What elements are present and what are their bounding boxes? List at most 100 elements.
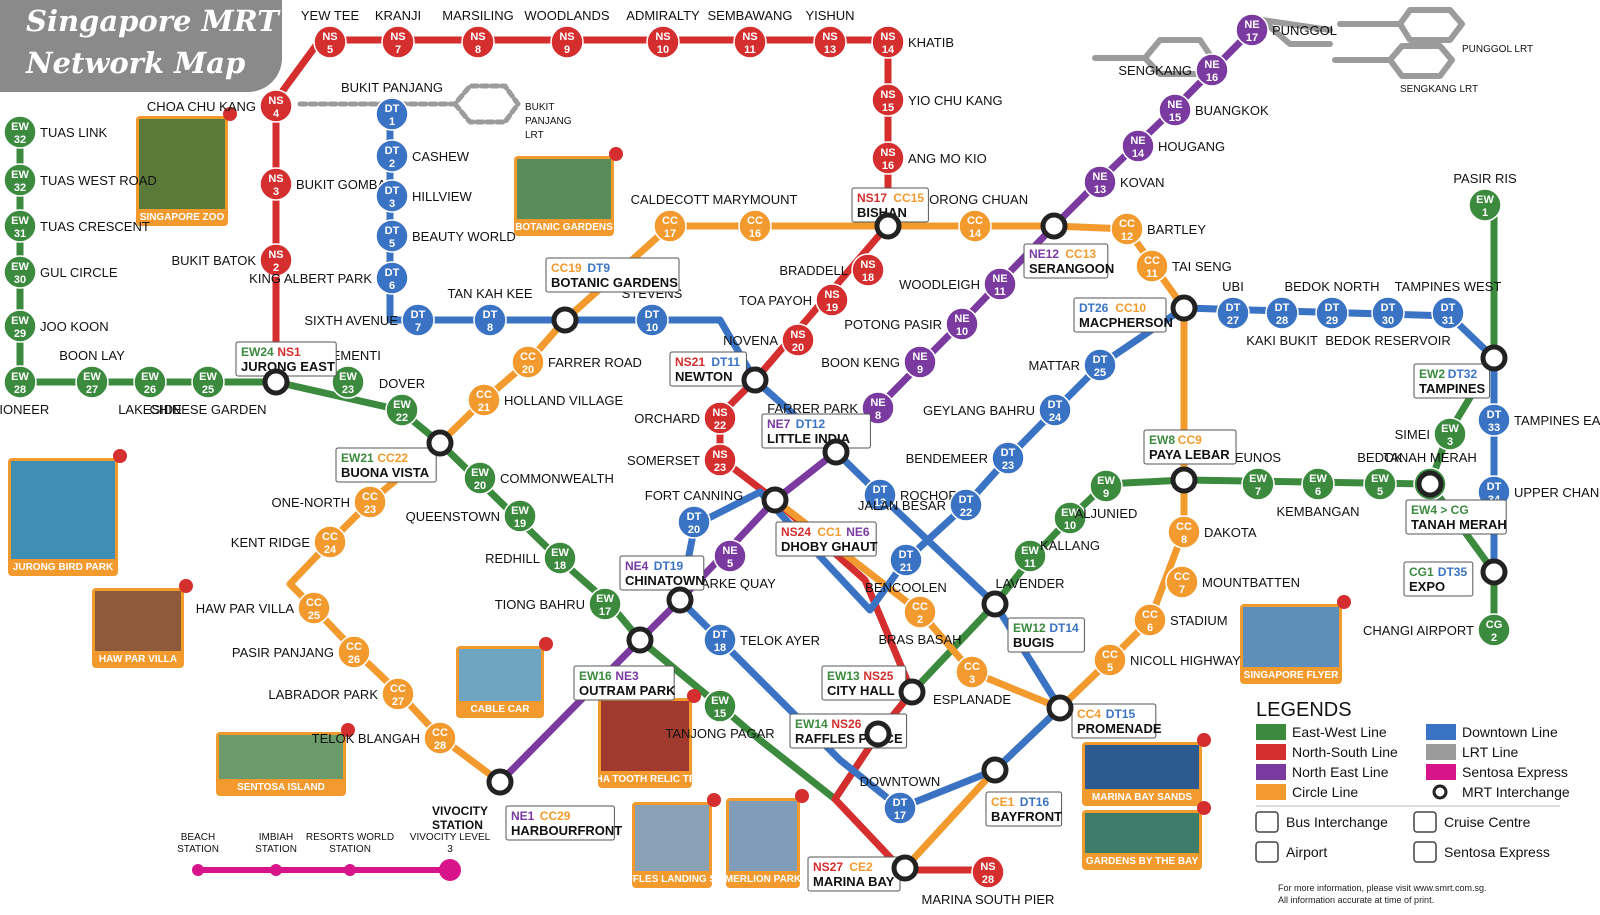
station-code-number: 1 xyxy=(1482,207,1488,219)
station-label: TUAS CRESCENT xyxy=(40,219,150,234)
station-label: BUKIT BATOK xyxy=(171,253,256,268)
station-code-line: EW xyxy=(141,371,159,383)
station-code-line: CC xyxy=(1174,571,1190,583)
interchange-code: CE2 xyxy=(849,860,873,874)
footer-note: For more information, please visit www.s… xyxy=(1278,882,1487,906)
station-marker: NS15YIO CHU KANG xyxy=(872,84,1003,116)
station-label: TELOK AYER xyxy=(740,633,820,648)
title-banner: Singapore MRT Network Map xyxy=(0,0,282,92)
camera-icon xyxy=(539,637,553,651)
station-code-number: 23 xyxy=(1002,460,1014,472)
interchange-name: DHOBY GHAUT xyxy=(781,539,878,554)
sentosa-stop-label: 3 xyxy=(447,844,453,855)
interchange-ring xyxy=(825,441,847,463)
station-code-number: 7 xyxy=(415,322,421,334)
interchange: EW16NE3OUTRAM PARK xyxy=(574,629,676,700)
interchange-code: NE6 xyxy=(846,525,870,539)
station-code-number: 11 xyxy=(1146,268,1158,280)
legend-line-label: North-South Line xyxy=(1292,744,1398,760)
station-code-line: NS xyxy=(742,31,757,43)
station-code-number: 5 xyxy=(1377,486,1383,498)
station-code-line: EW xyxy=(83,371,101,383)
attraction-name: JURONG BIRD PARK xyxy=(13,562,114,573)
attraction-card: BOTANIC GARDENS xyxy=(514,147,623,236)
station-code-line: EW xyxy=(596,593,614,605)
station-marker: EW1PASIR RIS xyxy=(1453,171,1517,221)
station-code-line: EW xyxy=(1249,473,1267,485)
attraction-name: GARDENS BY THE BAY xyxy=(1086,856,1199,867)
attraction-card: HAW PAR VILLA xyxy=(92,579,193,668)
station-marker: EW9ALJUNIED xyxy=(1075,470,1138,521)
interchange-name: SERANGOON xyxy=(1029,261,1114,276)
station-code-line: EW xyxy=(339,371,357,383)
interchange-code: CC29 xyxy=(540,809,571,823)
interchange-code: NE12 xyxy=(1029,247,1059,261)
station-label: DOWNTOWN xyxy=(860,774,941,789)
interchange-name: TANAH MERAH xyxy=(1411,517,1507,532)
station-code-line: NS xyxy=(390,31,405,43)
attraction-name: BOTANIC GARDENS xyxy=(515,222,613,233)
station-code-number: 31 xyxy=(1442,315,1454,327)
station-marker: NS7KRANJI xyxy=(375,8,421,58)
station-code-line: DT xyxy=(385,267,400,279)
station-code-line: NE xyxy=(1130,135,1145,147)
interchange-code: CC10 xyxy=(1115,301,1146,315)
interchange-name: HARBOURFRONT xyxy=(511,823,622,838)
lrt-label-bukit-panjang: PANJANG xyxy=(525,116,572,127)
station-code-number: 31 xyxy=(14,228,26,240)
legend-symbol-icon xyxy=(1414,812,1436,832)
legend-line-label: North East Line xyxy=(1292,764,1389,780)
lrt-label-bukit-panjang: BUKIT xyxy=(525,102,554,113)
station-code-number: 13 xyxy=(1094,184,1106,196)
interchange: EW12DT14BUGIS xyxy=(984,593,1084,652)
vivocity-label: VIVOCITY xyxy=(432,804,488,818)
attraction-name: HAW PAR VILLA xyxy=(99,654,177,665)
lrt-label-bukit-panjang: LRT xyxy=(525,130,544,141)
station-marker: EW32TUAS LINK xyxy=(4,116,108,148)
station-code-number: 15 xyxy=(882,102,894,114)
station-marker: DT5BEAUTY WORLD xyxy=(376,220,516,252)
station-code-number: 28 xyxy=(434,740,446,752)
station-code-line: DT xyxy=(1487,481,1502,493)
station-label: BOON KENG xyxy=(821,355,900,370)
interchange-ring xyxy=(429,432,451,454)
station-label: BEDOK RESERVOIR xyxy=(1325,333,1450,348)
station-code-number: 11 xyxy=(1024,558,1036,570)
station-code-line: NS xyxy=(790,329,805,341)
station-marker: EW18REDHILL xyxy=(485,542,576,574)
attraction-name: SENTOSA ISLAND xyxy=(237,782,325,793)
legend-swatch xyxy=(1256,764,1286,780)
attraction-card: SINGAPORE ZOO xyxy=(136,107,237,226)
attraction-name: SINGAPORE ZOO xyxy=(140,212,225,223)
station-code-number: 7 xyxy=(1255,486,1261,498)
station-label: ALJUNIED xyxy=(1075,506,1138,521)
attraction-name: MARINA BAY SANDS xyxy=(1092,792,1193,803)
station-code-line: EW xyxy=(1097,475,1115,487)
legend-swatch xyxy=(1256,784,1286,800)
sentosa-stop-label: BEACH xyxy=(181,832,215,843)
interchange-code: DT32 xyxy=(1448,367,1478,381)
station-marker: CC20FARRER ROAD xyxy=(512,346,642,378)
station-code-number: 20 xyxy=(474,480,486,492)
station-code-number: 26 xyxy=(144,384,156,396)
interchange-code: NS26 xyxy=(831,717,861,731)
station-code-number: 3 xyxy=(969,674,975,686)
station-code-number: 23 xyxy=(342,384,354,396)
station-label: ADMIRALTY xyxy=(626,8,700,23)
station-code-number: 7 xyxy=(1179,584,1185,596)
station-marker: DT7SIXTH AVENUE xyxy=(304,304,434,336)
station-label: MARYMOUNT xyxy=(713,192,798,207)
interchange-ring xyxy=(764,489,786,511)
interchange-code: EW14 xyxy=(795,717,828,731)
station-label: BUANGKOK xyxy=(1195,103,1269,118)
interchange-ring xyxy=(1483,561,1505,583)
station-label: KENT RIDGE xyxy=(231,535,311,550)
station-code-line: CC xyxy=(1119,218,1135,230)
legend-line-label: Sentosa Express xyxy=(1462,764,1568,780)
sentosa-stop xyxy=(344,864,356,876)
station-marker: DT27UBI xyxy=(1217,279,1249,329)
legend-symbol-label: Sentosa Express xyxy=(1444,844,1550,860)
